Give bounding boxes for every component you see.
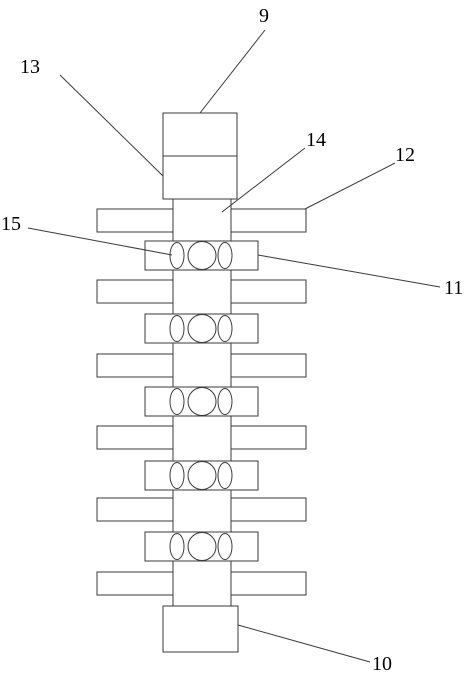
label-14: 14 (306, 129, 326, 151)
arm-left-2 (96, 279, 174, 304)
arm-left-1 (96, 208, 174, 233)
arm-left-6 (96, 571, 174, 596)
label-13: 13 (20, 56, 40, 78)
roller-right (217, 462, 233, 489)
arm-left-5 (96, 497, 174, 522)
bearing-1 (144, 240, 259, 271)
arm-right-3 (230, 353, 307, 378)
bearing-2 (144, 313, 259, 344)
roller-center (187, 387, 217, 416)
roller-center (187, 314, 217, 343)
roller-left (169, 315, 185, 342)
leader-15 (27, 227, 173, 256)
label-11: 11 (444, 277, 463, 299)
top-block-lower (162, 155, 238, 200)
label-12: 12 (395, 144, 415, 166)
label-9: 9 (259, 5, 269, 27)
roller-center (187, 461, 217, 490)
roller-left (169, 462, 185, 489)
roller-center (187, 532, 217, 561)
leader-12 (304, 162, 396, 210)
arm-right-1 (230, 208, 307, 233)
label-15: 15 (1, 213, 21, 235)
roller-right (217, 533, 233, 560)
leader-9 (199, 29, 266, 114)
roller-left (169, 388, 185, 415)
roller-left (169, 533, 185, 560)
arm-left-3 (96, 353, 174, 378)
label-10: 10 (372, 653, 392, 675)
roller-right (217, 388, 233, 415)
bearing-4 (144, 460, 259, 491)
bearing-5 (144, 531, 259, 562)
arm-right-2 (230, 279, 307, 304)
leader-14 (221, 147, 306, 213)
arm-right-5 (230, 497, 307, 522)
roller-right (217, 242, 233, 269)
leader-13 (59, 74, 164, 177)
arm-left-4 (96, 425, 174, 450)
roller-left (169, 242, 185, 269)
leader-10 (237, 624, 371, 663)
bottom-block (162, 605, 239, 653)
leader-11 (257, 254, 441, 288)
bearing-3 (144, 386, 259, 417)
roller-right (217, 315, 233, 342)
arm-right-6 (230, 571, 307, 596)
top-block-upper (162, 112, 238, 157)
arm-right-4 (230, 425, 307, 450)
roller-center (187, 241, 217, 270)
